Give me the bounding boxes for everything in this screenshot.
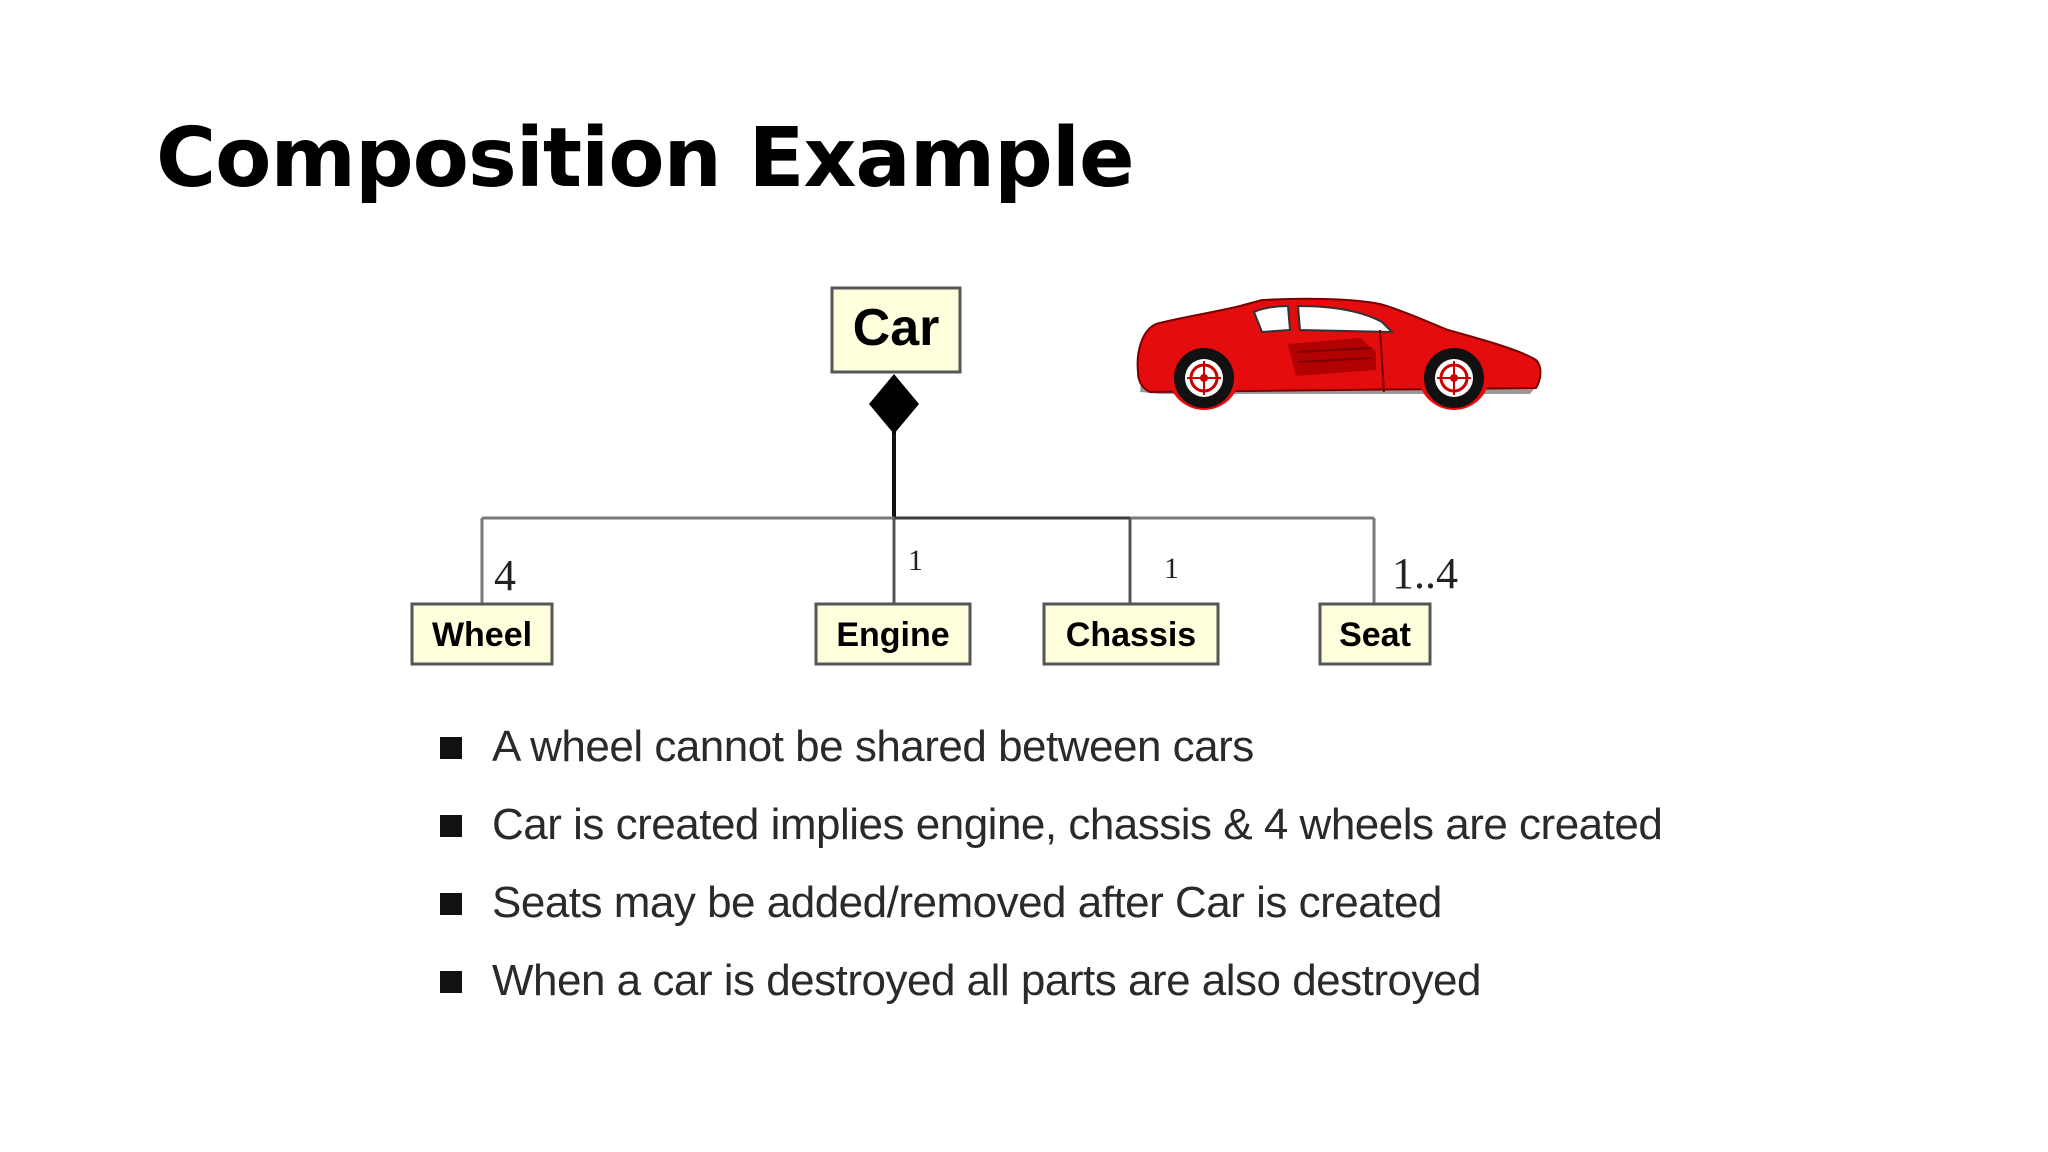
chassis-class-box: Chassis xyxy=(1042,602,1220,666)
bullet-item: When a car is destroyed all parts are al… xyxy=(430,946,1662,1024)
car-class-box: Car xyxy=(830,286,962,374)
engine-box-rect xyxy=(814,602,972,666)
square-bullet-icon xyxy=(440,893,462,915)
seat-box-rect xyxy=(1318,602,1432,666)
bullet-item: Seats may be added/removed after Car is … xyxy=(430,868,1662,946)
bullet-text: Car is created implies engine, chassis &… xyxy=(492,800,1663,849)
car-box-label: Car xyxy=(853,299,940,357)
filled-diamond-icon xyxy=(869,374,919,434)
slide-title: Composition Example xyxy=(156,111,1135,206)
bullet-list: A wheel cannot be shared between cars Ca… xyxy=(430,712,1663,1024)
connector-lines xyxy=(480,430,1376,604)
wheel-box-rect xyxy=(410,602,554,666)
bullet-item: A wheel cannot be shared between cars xyxy=(430,712,1662,790)
bullet-item: Car is created implies engine, chassis &… xyxy=(430,790,1663,868)
seat-class-box: Seat xyxy=(1318,602,1432,666)
chassis-box-label: Chassis xyxy=(1066,616,1196,654)
seat-box-label: Seat xyxy=(1339,616,1411,654)
car-box-rect xyxy=(830,286,962,374)
wheel-box-label: Wheel xyxy=(432,616,532,654)
bullet-text: Seats may be added/removed after Car is … xyxy=(492,878,1442,927)
engine-class-box: Engine xyxy=(814,602,972,666)
square-bullet-icon xyxy=(440,737,462,759)
red-sports-car-icon xyxy=(1136,297,1542,410)
chassis-multiplicity: 1 xyxy=(1164,552,1179,585)
engine-multiplicity: 1 xyxy=(908,544,923,577)
bullet-text: A wheel cannot be shared between cars xyxy=(492,722,1254,771)
bullet-text: When a car is destroyed all parts are al… xyxy=(492,956,1481,1005)
wheel-class-box: Wheel xyxy=(410,602,554,666)
seat-multiplicity: 1..4 xyxy=(1392,549,1458,598)
wheel-multiplicity: 4 xyxy=(494,551,516,600)
square-bullet-icon xyxy=(440,971,462,993)
chassis-box-rect xyxy=(1042,602,1220,666)
square-bullet-icon xyxy=(440,815,462,837)
engine-box-label: Engine xyxy=(836,616,949,654)
